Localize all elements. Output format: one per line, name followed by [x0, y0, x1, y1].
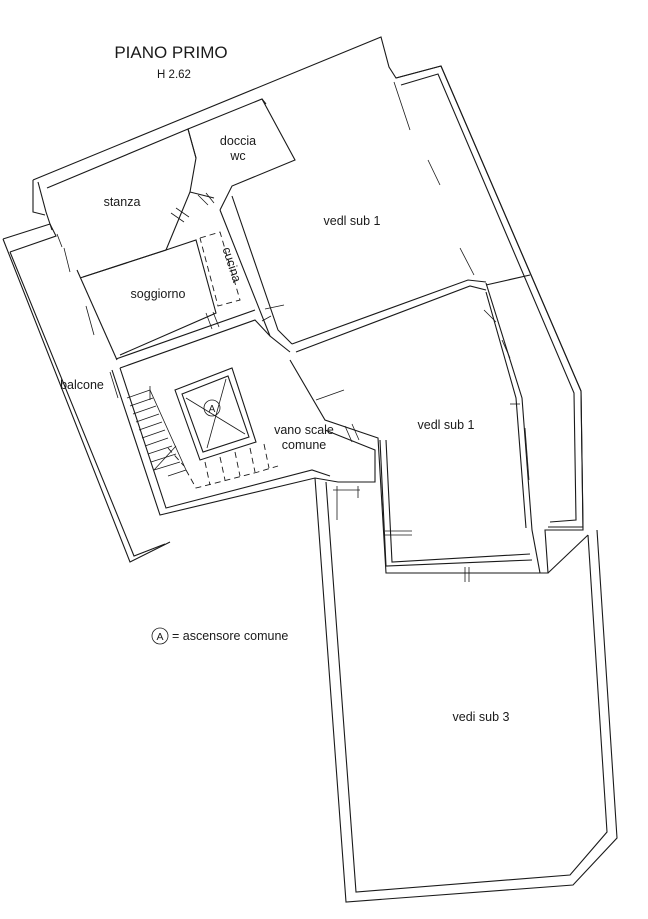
label-wc: wc [229, 149, 245, 163]
staircase [126, 386, 279, 489]
label-doccia: doccia [220, 134, 256, 148]
plan-title: PIANO PRIMO [114, 43, 227, 62]
label-vedi-sub3: vedi sub 3 [453, 710, 510, 724]
outer-walls [32, 36, 584, 574]
cucina-area [199, 231, 241, 307]
elevator-shaft: A [174, 367, 257, 461]
label-soggiorno: soggiorno [131, 287, 186, 301]
legend-text: = ascensore comune [172, 629, 288, 643]
right-balcony [395, 65, 584, 528]
elevator-symbol-circle [203, 399, 221, 417]
lower-area-walls [314, 477, 618, 903]
door-marks [56, 81, 530, 582]
legend: A = ascensore comune [151, 627, 288, 645]
label-vedi-sub1-top: vedl sub 1 [324, 214, 381, 228]
label-cucina: cucina [220, 245, 244, 284]
label-stanza: stanza [104, 195, 141, 209]
ceiling-height: H 2.62 [157, 69, 191, 81]
label-vedi-sub1-bottom: vedl sub 1 [418, 418, 475, 432]
label-balcone: balcone [60, 378, 104, 392]
legend-symbol: A [156, 631, 163, 643]
interior-walls [46, 98, 541, 574]
elevator-symbol-letter: A [209, 404, 216, 415]
balcone-outline [2, 223, 171, 563]
label-comune: comune [282, 438, 327, 452]
label-vano-scale: vano scale [274, 423, 334, 437]
legend-symbol-circle [151, 627, 169, 645]
